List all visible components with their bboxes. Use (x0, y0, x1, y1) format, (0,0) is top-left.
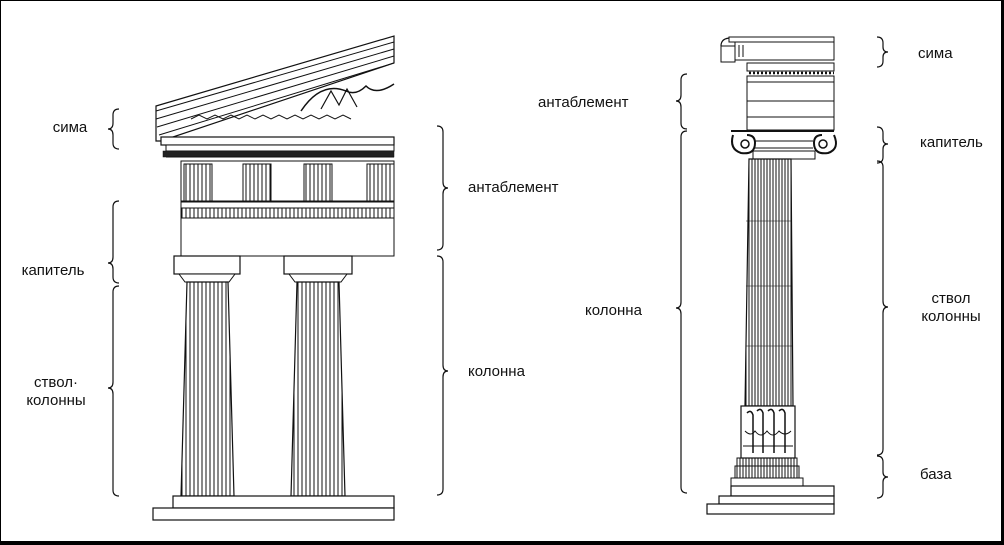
label-shaft-right-line2: колонны (921, 308, 981, 325)
brace-entablature-right-left (675, 73, 688, 130)
label-capital-right: капитель (920, 134, 983, 151)
label-column-left: колонна (468, 363, 525, 380)
right-braces (675, 36, 889, 499)
ionic-shaft (744, 158, 794, 407)
doric-column-2 (283, 255, 353, 497)
architrave (180, 201, 395, 257)
label-shaft-right-line1: ствол (931, 290, 971, 307)
label-capital-left: капитель (21, 262, 85, 279)
stylobate (152, 495, 395, 521)
ionic-entablature (746, 75, 835, 131)
brace-sima-right (876, 36, 889, 68)
label-entablature-right: антаблемент (538, 94, 629, 111)
doric-order (152, 35, 395, 521)
label-entablature-left: антаблемент (468, 179, 559, 196)
ionic-order (706, 36, 837, 515)
pediment (155, 35, 395, 142)
left-braces (107, 108, 449, 497)
sculpted-drum (740, 405, 796, 459)
doric-column-1 (173, 255, 241, 497)
cornice (160, 136, 395, 158)
brace-entablature-left (436, 125, 449, 251)
brace-capital-left (107, 200, 120, 284)
label-column-right: колонна (585, 302, 642, 319)
label-shaft-left-line1: ствол· (34, 374, 78, 391)
brace-shaft-right (876, 160, 889, 456)
ionic-base (706, 457, 835, 515)
label-sima-right: сима (918, 45, 953, 62)
brace-column-left (436, 255, 449, 496)
brace-base-right (876, 455, 889, 499)
label-base-right: база (920, 466, 952, 483)
brace-shaft-left (107, 285, 120, 497)
ionic-capital (731, 130, 837, 160)
label-sima-left: сима (52, 119, 88, 136)
label-shaft-left-line2: колонны (26, 392, 86, 409)
brace-sima-left (107, 108, 120, 150)
frieze (180, 160, 395, 202)
ionic-sima (720, 36, 835, 75)
brace-column-right-left (675, 130, 688, 494)
brace-capital-right (876, 126, 889, 164)
